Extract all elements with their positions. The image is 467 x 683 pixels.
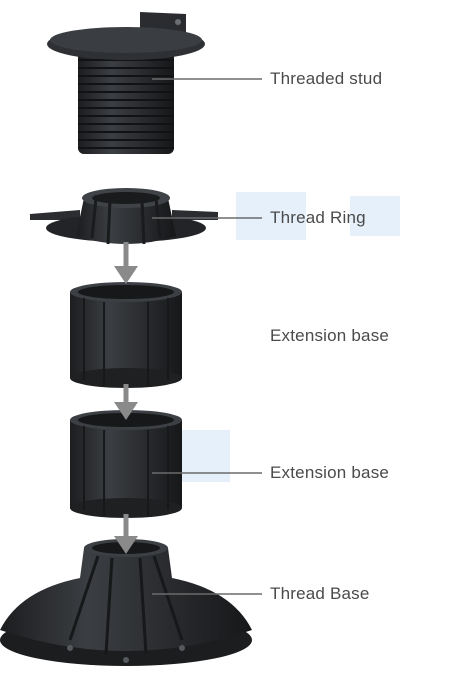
label-thread-ring: Thread Ring (270, 208, 366, 227)
assembly-arrows (114, 242, 138, 554)
extension-base-lower-part (70, 410, 182, 518)
thread-base-part (0, 539, 252, 666)
down-arrow (114, 384, 138, 420)
label-threaded-stud: Threaded stud (270, 69, 383, 88)
thread-ring-part (30, 188, 218, 245)
down-arrow (114, 514, 138, 554)
down-arrow (114, 242, 138, 284)
label-extension-base-1: Extension base (270, 326, 390, 345)
extension-base-upper-part (70, 282, 182, 388)
threaded-stud-part (47, 12, 205, 154)
watermark-patch (350, 196, 400, 236)
label-extension-base-2: Extension base (270, 463, 390, 482)
label-thread-base: Thread Base (270, 584, 370, 603)
watermark-patch (236, 192, 306, 240)
